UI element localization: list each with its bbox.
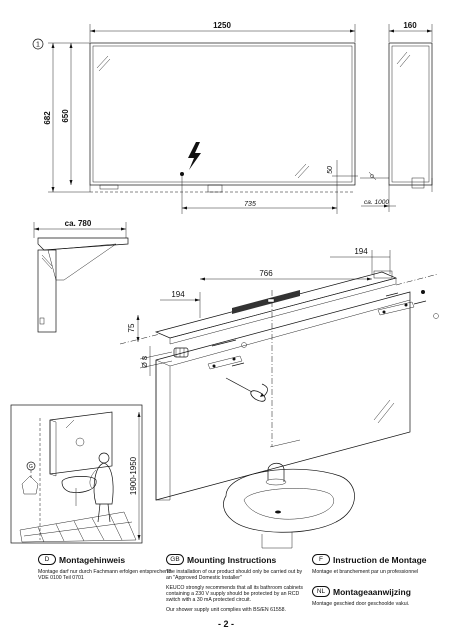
bathroom-scene: G 1900-1950 <box>10 404 143 544</box>
instruction-title-de: Montagehinweis <box>59 554 126 565</box>
step-number: 1 <box>36 42 40 49</box>
instruction-title-nl: Montageaanwijzing <box>333 586 411 597</box>
dim-offset-735: 735 <box>244 201 256 208</box>
dim-offset-50: 50 <box>327 166 334 174</box>
dim-bracket-780: ca. 780 <box>65 219 92 228</box>
dim-width-1250: 1250 <box>213 21 231 30</box>
instruction-fr: F Instruction de Montage Montage et bran… <box>312 554 442 579</box>
dim-hole-766: 766 <box>259 269 273 278</box>
dim-distance-1000: ca. 1000 <box>364 199 389 206</box>
instruction-text-nl: Montage geschied door geschoolde vakui. <box>312 601 410 607</box>
installation-drawing: 194 766 194 75 Ø 8 <box>119 247 439 549</box>
lang-badge-nl: NL <box>312 586 330 597</box>
instruction-de: D Montagehinweis Montage darf nur durch … <box>38 554 178 585</box>
lang-badge-gb: GB <box>166 554 184 565</box>
lang-badge-de: D <box>38 554 56 565</box>
instruction-title-gb: Mounting Instructions <box>187 554 277 565</box>
dim-height-650: 650 <box>61 109 70 123</box>
dim-mount-height: 1900-1950 <box>129 456 138 495</box>
bracket-side-view: ca. 780 <box>33 219 129 333</box>
person-icon <box>89 452 114 523</box>
instruction-text-gb-1: The installation of our product should o… <box>166 569 303 581</box>
front-view-cabinet: 1 1250 160 682 650 <box>32 21 433 214</box>
instruction-text-gb-2: KEUCO strongly recommends that all its b… <box>166 585 303 603</box>
instruction-gb: GB Mounting Instructions The installatio… <box>166 554 306 617</box>
instruction-text-de: Montage darf nur durch Fachmann erfolgen… <box>38 569 171 581</box>
dim-drill-8: Ø 8 <box>140 356 149 368</box>
dim-height-75: 75 <box>127 323 136 332</box>
dim-hole-194-right: 194 <box>354 247 368 256</box>
screwdriver-icon <box>225 377 268 402</box>
instruction-title-fr: Instruction de Montage <box>333 554 427 565</box>
dim-hole-194-left: 194 <box>171 290 185 299</box>
dim-height-682: 682 <box>43 111 52 125</box>
dim-depth-160: 160 <box>403 21 417 30</box>
lang-badge-fr: F <box>312 554 330 565</box>
svg-text:G: G <box>29 464 33 470</box>
instruction-text-gb-3: Our shower supply unit complies with BS/… <box>166 607 286 613</box>
electric-bolt-icon <box>188 142 201 170</box>
instruction-nl: NL Montageaanwijzing Montage geschied do… <box>312 586 442 611</box>
page-number: - 2 - <box>217 619 234 629</box>
instruction-text-fr: Montage et branchement par un profession… <box>312 569 419 575</box>
screw-set-right <box>377 290 439 319</box>
washbasin-icon <box>223 462 355 549</box>
